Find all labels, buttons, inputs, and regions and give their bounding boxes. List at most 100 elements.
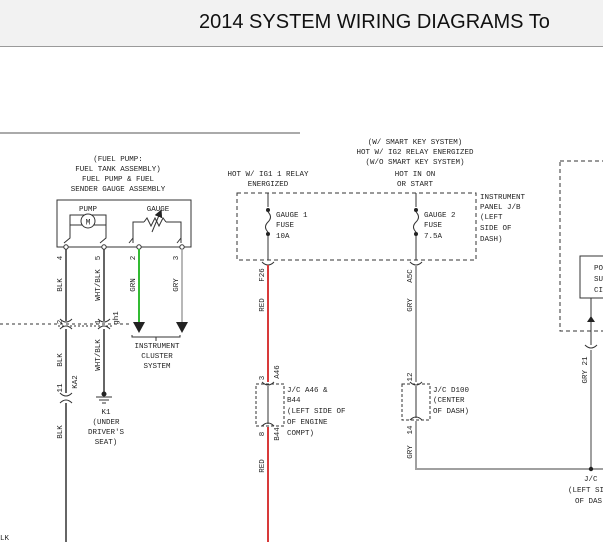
gh1-name: gh1 <box>113 311 121 325</box>
fuel-assembly-box <box>56 199 192 248</box>
connector-gh1 <box>59 318 111 330</box>
instrument-panel-jb-label: INSTRUMENT PANEL J/B (LEFT SIDE OF DASH) <box>480 194 526 244</box>
cluster-line-2: CLUSTER <box>141 353 173 361</box>
wire-label-red-2: RED <box>259 459 267 473</box>
fuel-label-line-2: FUEL TANK ASSEMBLY) <box>75 166 161 174</box>
fuel-label-line-1: (FUEL PUMP: <box>93 156 143 164</box>
hot-ig1-line-2: ENERGIZED <box>248 181 289 189</box>
fuel-connector-pins <box>63 244 185 250</box>
right-jc-line-2: (LEFT SI <box>568 487 603 495</box>
fuse-gauge2-icon <box>413 193 419 260</box>
right-arrow-icon <box>587 316 595 322</box>
fuse1-line-2: FUSE <box>276 222 295 230</box>
jca46-line-4: OF ENGINE <box>287 419 328 427</box>
wire-label-whtblk-2: WHT/BLK <box>95 339 103 371</box>
gh1-pin-wht: 1 <box>95 319 103 324</box>
fuel-label-line-3: FUEL PUMP & FUEL <box>82 176 155 184</box>
fuse-gauge1-label: GAUGE 1 FUSE 10A <box>276 212 308 241</box>
motor-icon: M <box>63 213 107 244</box>
fuel-pin-2: 2 <box>130 256 138 261</box>
cluster-bracket <box>131 335 181 341</box>
jcd100-line-1: J/C D100 <box>433 387 470 395</box>
motor-symbol: M <box>86 219 91 228</box>
ka2-pin: 11 <box>57 383 65 393</box>
document-title: 2014 SYSTEM WIRING DIAGRAMS To <box>199 11 550 33</box>
jcd100-line-2: (CENTER <box>433 397 465 405</box>
right-partial-label: PO SU CIR <box>594 265 603 295</box>
gray-circuit <box>401 261 603 470</box>
jc-a46-label: J/C A46 & B44 (LEFT SIDE OF OF ENGINE CO… <box>287 387 346 438</box>
fuel-pin-3: 3 <box>173 255 181 260</box>
wire-label-gry-2: GRY <box>407 445 415 459</box>
hot-smart-label: (W/ SMART KEY SYSTEM) HOT W/ IG2 RELAY E… <box>356 139 474 189</box>
right-jc-line-1: J/C <box>584 476 598 484</box>
jca46-line-1: J/C A46 & <box>287 387 328 395</box>
ground-k1-icon <box>96 391 112 404</box>
k1-line-2: (UNDER <box>92 419 120 427</box>
wire-label-blk-3: BLK <box>57 425 65 439</box>
arrow-grn-icon <box>133 322 145 333</box>
ipjb-line-5: DASH) <box>480 236 503 244</box>
right-jc-label: J/C (LEFT SI OF DAS <box>568 476 603 506</box>
gh1-pin-blk: 2 <box>57 320 65 325</box>
right-line-2: SU <box>594 276 603 284</box>
jca46-line-2: B44 <box>287 397 301 405</box>
fuel-assembly-label: (FUEL PUMP: FUEL TANK ASSEMBLY) FUEL PUM… <box>71 156 166 194</box>
jc-d100-label: J/C D100 (CENTER OF DASH) <box>433 387 470 416</box>
k1-line-4: SEAT) <box>95 439 118 447</box>
hot-ig1-line-1: HOT W/ IG1 1 RELAY <box>227 171 309 179</box>
bottom-left-label: LK <box>0 535 10 542</box>
right-jc-line-3: OF DAS <box>575 498 603 506</box>
pump-label: PUMP <box>79 206 98 214</box>
cluster-line-3: SYSTEM <box>143 363 171 371</box>
k1-line-3: DRIVER'S <box>88 429 125 437</box>
right-inner-box <box>579 255 603 299</box>
fuse1-line-3: 10A <box>276 233 290 241</box>
wire-label-red-1: RED <box>259 298 267 312</box>
arrow-gry-icon <box>176 322 188 333</box>
hot-smart-line-1: (W/ SMART KEY SYSTEM) <box>368 139 463 147</box>
hot-ig1-label: HOT W/ IG1 1 RELAY ENERGIZED <box>227 171 309 189</box>
right-connector <box>584 344 598 349</box>
red-out-pin: F26 <box>259 268 267 282</box>
fuse1-line-1: GAUGE 1 <box>276 212 308 220</box>
wire-label-gry-1: GRY <box>407 298 415 312</box>
hot-smart-line-5: OR START <box>397 181 434 189</box>
jc-d100-bottom-pin: 14 <box>407 425 415 435</box>
gray-out-pin: A5C <box>407 269 415 283</box>
ipjb-line-2: PANEL J/B <box>480 204 521 212</box>
fuse-gauge1-icon <box>265 193 271 260</box>
wire-label-whtblk-1: WHT/BLK <box>95 269 103 301</box>
right-partial-box <box>559 160 603 332</box>
jc-d100-top-pin: 12 <box>407 372 415 381</box>
jca46-line-5: COMPT) <box>287 430 314 438</box>
red-circuit <box>255 261 285 542</box>
fuel-pin-4: 4 <box>57 255 65 260</box>
resistor-icon <box>128 209 182 244</box>
right-pin-label: GRY 21 <box>582 356 590 384</box>
hot-smart-line-2: HOT W/ IG2 RELAY ENERGIZED <box>356 149 474 157</box>
instrument-panel-jb-box <box>236 192 477 261</box>
hot-smart-line-3: (W/O SMART KEY SYSTEM) <box>365 159 464 167</box>
hot-smart-line-4: HOT IN ON <box>395 171 436 179</box>
ipjb-line-3: (LEFT <box>480 214 503 222</box>
jc-a46-top-pin: 3 <box>259 375 267 380</box>
ipjb-line-4: SIDE OF <box>480 225 512 233</box>
gauge-label: GAUGE <box>147 206 170 214</box>
fuse2-line-2: FUSE <box>424 222 443 230</box>
right-junction-dot <box>588 466 594 472</box>
wire-label-grn: GRN <box>130 278 138 292</box>
wire-label-blk-2: BLK <box>57 353 65 367</box>
header-bar: 2014 SYSTEM WIRING DIAGRAMS To <box>0 0 603 47</box>
cluster-line-1: INSTRUMENT <box>134 343 180 351</box>
ka2-name: KA2 <box>72 375 80 389</box>
jca46-line-3: (LEFT SIDE OF <box>287 408 346 416</box>
right-line-1: PO <box>594 265 603 273</box>
jc-b44-bottom-pin: 8 <box>259 432 267 437</box>
ipjb-line-1: INSTRUMENT <box>480 194 526 202</box>
ground-k1-label: K1 (UNDER DRIVER'S SEAT) <box>88 409 125 447</box>
fuel-pin-5: 5 <box>95 255 103 260</box>
fuse2-line-3: 7.5A <box>424 233 443 241</box>
